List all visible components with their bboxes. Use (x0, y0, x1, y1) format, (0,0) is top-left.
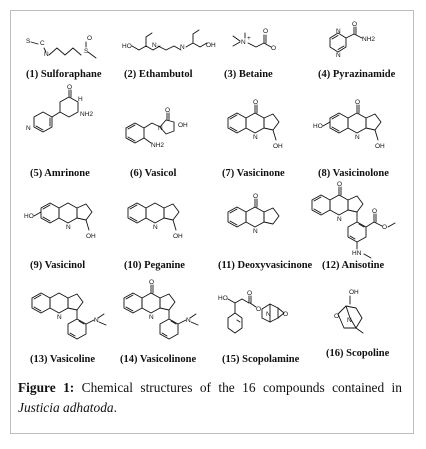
atom-label: OH (375, 143, 385, 150)
atom-label: N (241, 39, 246, 46)
structure-sulforaphane: S C N S O (26, 35, 97, 59)
compound-label: (6) Vasicol (130, 168, 176, 179)
compound-label: (3) Betaine (224, 69, 273, 80)
atom-label: HO (122, 43, 132, 50)
atom-label: OH (173, 233, 183, 240)
structure-deoxyvasicinone: O N (227, 193, 280, 235)
atom-label: OH (178, 122, 188, 129)
atom-label: O (337, 181, 342, 188)
atom-label: S (26, 38, 31, 45)
atom-label: C (40, 40, 45, 47)
atom-label: O (334, 313, 339, 320)
caption-species: Justicia adhatoda (18, 400, 114, 415)
caption-lead: Figure 1: (18, 380, 75, 395)
structure-vasicinone: O N OH (227, 99, 283, 150)
structure-vasicoline: N N (31, 292, 107, 340)
structure-ethambutol: HO N N OH (122, 29, 216, 51)
compound-label: (11) Deoxyvasicinone (218, 260, 313, 271)
atom-label: O (271, 45, 276, 52)
atom-label: O (382, 224, 387, 231)
compound-label: (9) Vasicinol (30, 260, 85, 271)
structure-vasicol: N O OH NH2 (125, 107, 188, 149)
atom-label: O (149, 279, 154, 286)
atom-label: O (67, 84, 72, 91)
structure-pyrazinamide: N N O NH2 (329, 21, 375, 59)
atom-label: N (26, 125, 31, 132)
atom-label: HO (218, 295, 228, 302)
compound-label: (8) Vasicinolone (318, 168, 389, 179)
atom-label: N (44, 51, 49, 58)
atom-label: N (186, 317, 191, 324)
caption-end: . (113, 400, 117, 415)
atom-label: N (336, 52, 341, 59)
atom-label: O (372, 208, 377, 215)
atom-label: O (355, 99, 360, 106)
atom-label: S (84, 48, 89, 55)
compound-label: (16) Scopoline (326, 348, 390, 359)
compound-label: (5) Amrinone (30, 168, 90, 179)
compound-label: (2) Ethambutol (124, 69, 193, 80)
atom-label: OH (86, 233, 96, 240)
compound-label: (1) Sulforaphane (26, 69, 102, 80)
atom-label: OH (273, 143, 283, 150)
figure-caption: Figure 1: Chemical structures of the 16 … (18, 378, 402, 418)
structure-scopoline: OH O N (334, 289, 364, 334)
atom-label: N (253, 228, 258, 235)
atom-label: NH2 (151, 142, 164, 149)
structure-peganine: N OH (127, 202, 183, 240)
structure-amrinone: O H NH2 N (26, 84, 93, 133)
structure-vasicinol: HO N OH (24, 202, 96, 240)
atom-label: N (253, 134, 258, 141)
compound-label: (14) Vasicolinone (120, 354, 196, 365)
atom-label: O (165, 107, 170, 114)
atom-label: HO (24, 213, 34, 220)
compound-label: (4) Pyrazinamide (318, 69, 396, 80)
compound-label: (13) Vasicoline (30, 354, 95, 365)
atom-label: NH2 (80, 111, 93, 118)
atom-label: N (180, 44, 185, 51)
atom-label: + (247, 35, 251, 42)
structure-vasicinolone: HO O N OH (313, 99, 385, 150)
structure-vasicolinone: O N N (123, 279, 199, 340)
atom-label: OH (206, 42, 216, 49)
structure-anisotine: O N O O HN (311, 181, 396, 259)
atom-label: N (158, 125, 163, 132)
atom-label: N (355, 134, 360, 141)
atom-label: O (247, 290, 252, 297)
atom-label: O (352, 21, 357, 28)
atom-label: N (336, 28, 341, 35)
atom-label: HN (352, 250, 362, 257)
atom-label: O (263, 28, 268, 35)
atom-label: HO (313, 123, 323, 130)
compound-label: (10) Peganine (124, 260, 185, 271)
atom-label: N (57, 314, 62, 321)
atom-label: NH2 (362, 36, 375, 43)
atom-label: O (283, 311, 288, 318)
atom-label: O (253, 99, 258, 106)
compound-label: (12) Anisotine (322, 260, 384, 271)
compound-label: (15) Scopolamine (222, 354, 300, 365)
atom-label: N (94, 317, 99, 324)
atom-label: N (152, 42, 157, 49)
atom-label: O (256, 306, 261, 313)
caption-text: Chemical structures of the 16 compounds … (74, 380, 402, 395)
figure-frame (10, 10, 414, 434)
atom-label: N (66, 224, 71, 231)
atom-label: N (337, 216, 342, 223)
atom-label: N (266, 311, 271, 318)
atom-label: H (78, 96, 83, 103)
structure-betaine: N + O O (232, 28, 276, 52)
structure-scopolamine: HO O O O N (218, 290, 288, 334)
atom-label: N (149, 314, 154, 321)
atom-label: N (153, 224, 158, 231)
atom-label: OH (349, 289, 359, 296)
compound-label: (7) Vasicinone (222, 168, 285, 179)
atom-label: O (253, 193, 258, 200)
atom-label: N (347, 317, 352, 324)
atom-label: O (87, 35, 92, 42)
